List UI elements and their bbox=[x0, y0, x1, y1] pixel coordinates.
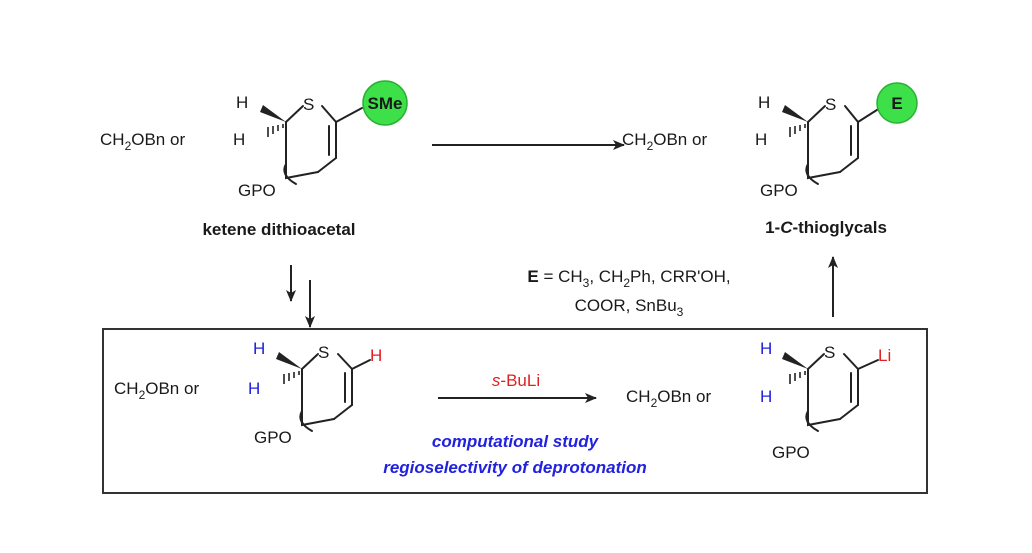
atom-h-red: H bbox=[370, 346, 382, 365]
atom-h-left: H bbox=[755, 130, 767, 149]
reagent-label: s-BuLi bbox=[492, 371, 540, 390]
atom-li: Li bbox=[878, 346, 891, 365]
substituent-label: CH2OBn or bbox=[114, 379, 199, 402]
e-badge bbox=[876, 82, 918, 124]
atom-gpo: GPO bbox=[760, 181, 798, 200]
substituent-label: CH2OBn or bbox=[622, 130, 707, 153]
hashed-bond bbox=[267, 124, 284, 137]
atom-gpo: GPO bbox=[772, 443, 810, 462]
atom-s: S bbox=[318, 343, 329, 362]
atom-gpo: GPO bbox=[238, 181, 276, 200]
atom-s: S bbox=[825, 95, 836, 114]
atom-s: S bbox=[303, 95, 314, 114]
substituent-label: CH2OBn or bbox=[100, 130, 185, 153]
caption-line2: regioselectivity of deprotonation bbox=[383, 458, 647, 477]
atom-h-blue-left: H bbox=[248, 379, 260, 398]
atom-h-blue: H bbox=[253, 339, 265, 358]
atom-s: S bbox=[824, 343, 835, 362]
e-label: E bbox=[891, 94, 902, 113]
e-definition-line2: COOR, SnBu3 bbox=[575, 296, 684, 319]
substituent-label: CH2OBn or bbox=[626, 387, 711, 410]
thioglycal-structure: H S GPO CH2OBn or H E bbox=[622, 82, 918, 200]
caption-line1: computational study bbox=[432, 432, 600, 451]
start-compound-name: ketene dithioacetal bbox=[202, 220, 355, 239]
atom-h-blue-left: H bbox=[760, 387, 772, 406]
atom-h: H bbox=[758, 93, 770, 112]
atom-h: H bbox=[236, 93, 248, 112]
glycal-h-structure: H S H GPO CH2OBn or H bbox=[114, 339, 382, 447]
atom-gpo: GPO bbox=[254, 428, 292, 447]
wedge-bond bbox=[260, 105, 286, 122]
deprotonation-box bbox=[102, 328, 928, 494]
ketene-dithioacetal-structure: H S GPO CH2OBn or H SMe bbox=[100, 80, 408, 200]
e-definition-line1: E = CH3, CH2Ph, CRR'OH, bbox=[527, 267, 730, 290]
sme-badge bbox=[362, 80, 408, 126]
atom-h-left: H bbox=[233, 130, 245, 149]
sme-label: SMe bbox=[368, 94, 403, 113]
product-name: 1-C-thioglycals bbox=[765, 218, 887, 237]
atom-h-blue: H bbox=[760, 339, 772, 358]
glycal-li-structure: H S Li GPO CH2OBn or H bbox=[626, 339, 891, 462]
